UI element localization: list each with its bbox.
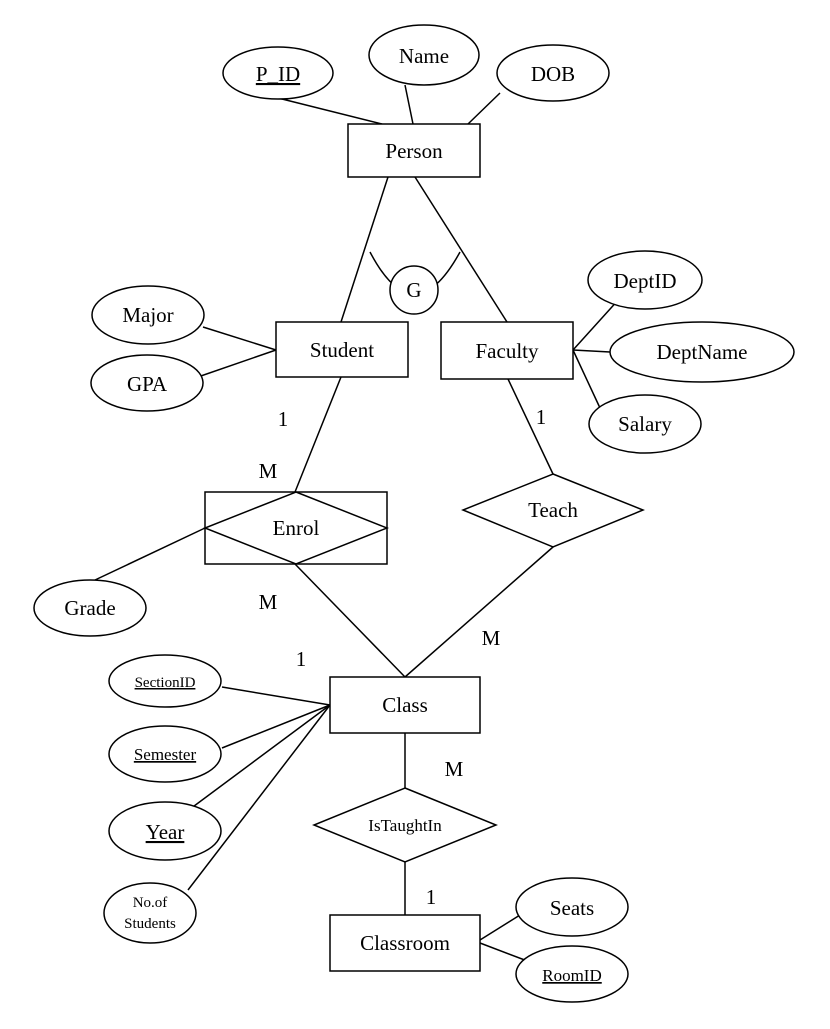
cardinality-faculty-teach-1: 1 [536, 405, 547, 429]
attribute-grade: Grade [33, 579, 147, 637]
attribute-p-id-label: P_ID [256, 62, 300, 86]
attribute-name-label: Name [399, 44, 449, 68]
attribute-grade-label: Grade [64, 596, 115, 620]
line-faculty-salary [572, 349, 601, 409]
line-classroom-roomid [479, 942, 531, 963]
attribute-year-label: Year [146, 820, 185, 844]
line-nostudents-class [187, 704, 331, 891]
attribute-p-id: P_ID [222, 46, 334, 100]
attribute-semester-label: Semester [134, 745, 197, 764]
cardinality-enrol-class-1: 1 [296, 647, 307, 671]
generalization-node: G [389, 265, 439, 315]
attribute-dept-name-label: DeptName [657, 340, 748, 364]
attribute-gpa-label: GPA [127, 372, 168, 396]
entity-student: Student [275, 321, 409, 378]
relationship-enrol: Enrol [202, 491, 390, 565]
entity-class-label: Class [382, 693, 428, 717]
entity-person: Person [347, 123, 481, 178]
line-student-enrol [294, 376, 342, 493]
line-gpa-student [194, 349, 277, 379]
line-year-class [181, 704, 331, 816]
attribute-num-students-label-line1: No.of [133, 895, 168, 911]
attribute-semester: Semester [108, 725, 222, 783]
entity-classroom: Classroom [329, 914, 481, 972]
relationship-teach: Teach [461, 473, 645, 548]
attribute-dob: DOB [496, 44, 610, 102]
line-enrol-grade [94, 527, 206, 581]
attribute-num-students-label-line2: Students [124, 916, 176, 932]
line-classroom-seats [479, 914, 521, 941]
attribute-room-id-label: RoomID [542, 966, 602, 985]
relationship-is-taught-in-label: IsTaughtIn [368, 816, 442, 835]
cardinality-enrol-class-m: M [259, 590, 278, 614]
line-faculty-deptname [572, 349, 611, 353]
cardinality-labels: 1 M 1 M 1 M M 1 [259, 405, 547, 909]
attribute-dept-id: DeptID [587, 250, 703, 310]
attribute-gpa: GPA [90, 354, 204, 412]
entity-faculty-label: Faculty [476, 339, 539, 363]
attribute-dob-label: DOB [531, 62, 575, 86]
attribute-dept-id-label: DeptID [614, 269, 677, 293]
line-sectionid-class [221, 686, 331, 706]
attribute-major: Major [91, 285, 205, 345]
attribute-room-id: RoomID [515, 945, 629, 1003]
cardinality-teach-class-m: M [482, 626, 501, 650]
attribute-section-id: SectionID [108, 654, 222, 708]
attribute-year: Year [108, 801, 222, 861]
entity-class: Class [329, 676, 481, 734]
cardinality-student-enrol-m: M [259, 459, 278, 483]
cardinality-istaughtin-classroom-1: 1 [426, 885, 437, 909]
line-person-student [340, 176, 389, 323]
relationship-enrol-label: Enrol [273, 516, 320, 540]
attribute-seats: Seats [515, 877, 629, 937]
attribute-name: Name [368, 24, 480, 86]
line-faculty-deptid [572, 297, 621, 351]
line-name-person [404, 84, 414, 125]
connector-lines [94, 84, 621, 963]
attribute-section-id-label: SectionID [135, 675, 196, 691]
entity-classroom-label: Classroom [360, 931, 450, 955]
line-semester-class [221, 704, 331, 749]
attribute-dept-name: DeptName [609, 321, 795, 383]
line-pid-person [277, 97, 383, 125]
attribute-num-students: No.of Students [103, 882, 197, 944]
attribute-salary: Salary [588, 394, 702, 454]
line-dob-person [467, 92, 501, 125]
attribute-seats-label: Seats [550, 896, 594, 920]
entity-faculty: Faculty [440, 321, 574, 380]
relationship-is-taught-in: IsTaughtIn [312, 787, 498, 863]
cardinality-student-enrol-1: 1 [278, 407, 289, 431]
line-teach-class [404, 546, 554, 678]
entity-student-label: Student [310, 338, 374, 362]
attribute-salary-label: Salary [618, 412, 672, 436]
line-person-faculty [414, 176, 508, 323]
attribute-major-label: Major [122, 303, 173, 327]
generalization-label: G [406, 278, 421, 302]
cardinality-class-istaughtin-m: M [445, 757, 464, 781]
line-major-student [202, 326, 277, 351]
relationship-teach-label: Teach [528, 498, 578, 522]
line-faculty-teach [507, 378, 554, 475]
line-enrol-class [294, 563, 406, 678]
entity-person-label: Person [385, 139, 443, 163]
